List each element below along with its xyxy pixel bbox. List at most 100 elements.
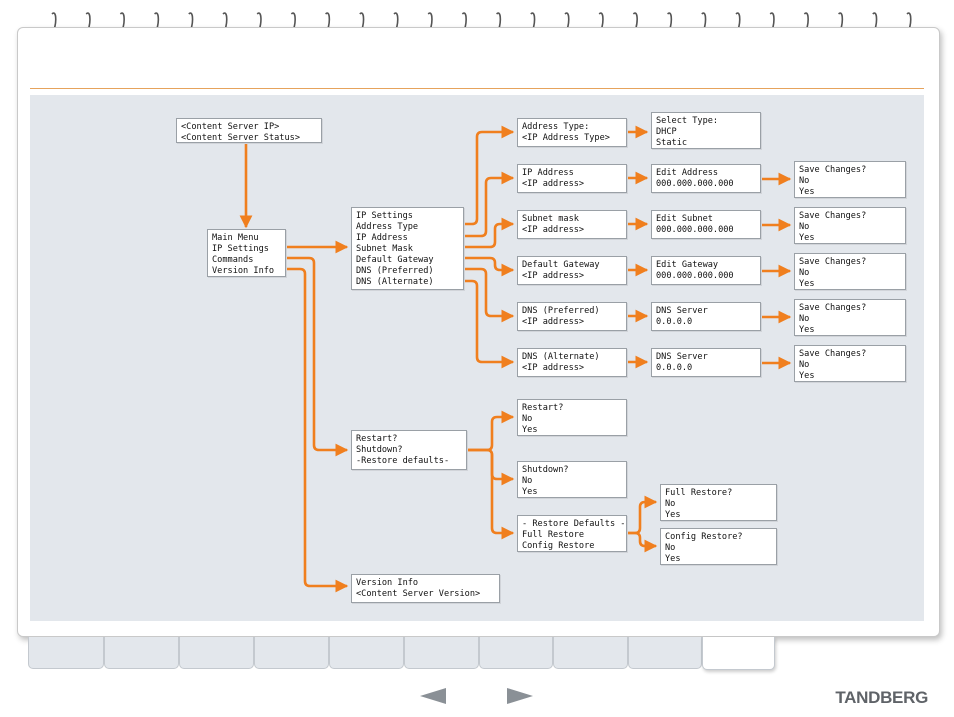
menu-line: Restart? <box>522 403 564 413</box>
menu-line: Save Changes? <box>799 349 867 359</box>
menu-line: 0.0.0.0 <box>656 317 693 327</box>
menu-line: No <box>522 476 533 486</box>
menu-line: Static <box>656 138 688 148</box>
address-type-box: Address Type:<IP Address Type> <box>517 118 627 147</box>
menu-line: No <box>799 222 810 232</box>
menu-line: Subnet Mask <box>356 244 413 254</box>
ip-address-box: IP Address<IP address> <box>517 164 627 193</box>
tab-5[interactable] <box>329 637 404 669</box>
menu-line: DNS Server <box>656 306 708 316</box>
diagram-area <box>30 95 924 621</box>
tab-7[interactable] <box>479 637 553 669</box>
menu-line: Edit Subnet <box>656 214 713 224</box>
menu-line: DNS (Preferred) <box>522 306 600 316</box>
menu-line: 000.000.000.000 <box>656 271 734 281</box>
menu-line: Version Info <box>356 578 419 588</box>
menu-line: Version Info <box>212 266 275 276</box>
tab-10-active[interactable] <box>702 637 775 670</box>
menu-line: Shutdown? <box>522 465 569 475</box>
tab-1[interactable] <box>28 637 104 669</box>
menu-line: Yes <box>522 487 538 497</box>
menu-line: Save Changes? <box>799 211 867 221</box>
menu-line: Main Menu <box>212 233 259 243</box>
menu-line: Save Changes? <box>799 165 867 175</box>
menu-line: No <box>799 360 810 370</box>
menu-line: DNS (Alternate) <box>522 352 600 362</box>
menu-line: Edit Address <box>656 168 719 178</box>
menu-line: No <box>665 499 676 509</box>
menu-line: Default Gateway <box>522 260 600 270</box>
tab-2[interactable] <box>104 637 179 669</box>
menu-line: Yes <box>665 554 681 564</box>
menu-line: Select Type: <box>656 116 719 126</box>
tab-4[interactable] <box>254 637 329 669</box>
menu-line: 0.0.0.0 <box>656 363 693 373</box>
tab-3[interactable] <box>179 637 254 669</box>
menu-line: <IP address> <box>522 317 585 327</box>
menu-line: DNS (Alternate) <box>356 277 434 287</box>
menu-line: Save Changes? <box>799 257 867 267</box>
arrow-left-icon[interactable] <box>418 686 448 706</box>
dns-preferred-box: DNS (Preferred)<IP address> <box>517 302 627 331</box>
tab-8[interactable] <box>553 637 628 669</box>
menu-line: IP Settings <box>356 211 413 221</box>
menu-line: <IP address> <box>522 271 585 281</box>
menu-line: <IP address> <box>522 363 585 373</box>
menu-line: <IP address> <box>522 225 585 235</box>
status-box: <Content Server IP><Content Server Statu… <box>176 118 322 143</box>
menu-line: Yes <box>799 187 815 197</box>
menu-line: No <box>799 176 810 186</box>
menu-line: 000.000.000.000 <box>656 179 734 189</box>
menu-line: No <box>799 268 810 278</box>
menu-line: DHCP <box>656 127 677 137</box>
menu-line: Commands <box>212 255 254 265</box>
menu-line: 000.000.000.000 <box>656 225 734 235</box>
menu-line: Yes <box>799 279 815 289</box>
menu-line: Yes <box>522 425 538 435</box>
menu-line: <IP address> <box>522 179 585 189</box>
menu-line: Save Changes? <box>799 303 867 313</box>
header-rule <box>30 88 924 89</box>
menu-line: DNS Server <box>656 352 708 362</box>
menu-line: Config Restore <box>522 541 595 551</box>
menu-line: Address Type: <box>522 122 590 132</box>
default-gateway-box: Default Gateway<IP address> <box>517 256 627 285</box>
tab-9[interactable] <box>628 637 702 669</box>
menu-line: Shutdown? <box>356 445 403 455</box>
menu-line: IP Address <box>522 168 574 178</box>
menu-line: Subnet mask <box>522 214 579 224</box>
menu-line: Yes <box>799 325 815 335</box>
dns-alternate-box: DNS (Alternate)<IP address> <box>517 348 627 377</box>
menu-line: IP Address <box>356 233 408 243</box>
arrow-right-icon[interactable] <box>505 686 535 706</box>
menu-line: <Content Server Status> <box>181 133 300 143</box>
brand-logo: TANDBERG <box>835 688 928 707</box>
menu-line: - Restore Defaults - <box>522 519 626 529</box>
commands-menu-box: Restart?Shutdown?-Restore defaults- <box>351 430 467 470</box>
menu-line: <Content Server IP> <box>181 122 280 132</box>
version-info-box: Version Info<Content Server Version> <box>351 574 500 603</box>
menu-line: Edit Gateway <box>656 260 719 270</box>
menu-line: IP Settings <box>212 244 269 254</box>
menu-line: Yes <box>799 371 815 381</box>
menu-line: <Content Server Version> <box>356 589 481 599</box>
section-tabs <box>28 637 788 670</box>
menu-line: Restart? <box>356 434 398 444</box>
tab-6[interactable] <box>404 637 479 669</box>
